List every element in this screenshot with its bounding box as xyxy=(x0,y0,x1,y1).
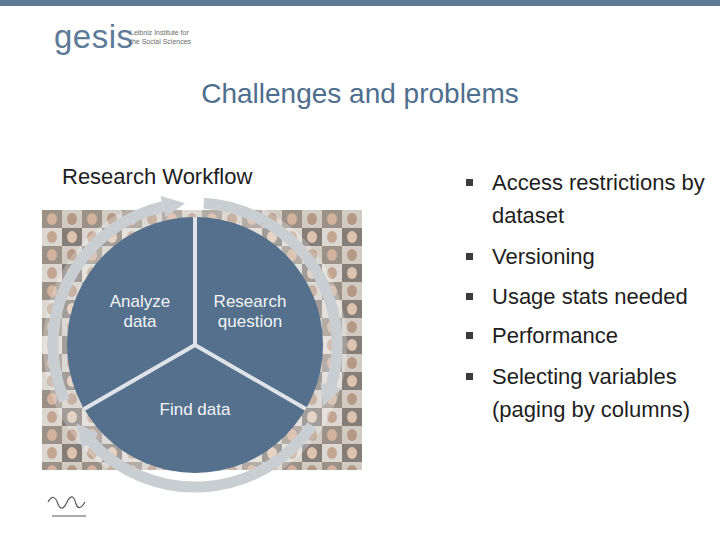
bullet-marker xyxy=(466,373,473,380)
cycle-sector: Research question xyxy=(201,289,299,335)
bullet-marker xyxy=(466,253,473,260)
slide-title: Challenges and problems xyxy=(0,78,720,110)
bullet-marker xyxy=(466,293,473,300)
cycle-arrow xyxy=(204,203,342,406)
logo-subtitle: Leibniz Institute for the Social Science… xyxy=(130,28,192,46)
sector-label: Research question xyxy=(205,292,295,332)
cycle-sector: Find data xyxy=(146,397,244,423)
cycle-arrow xyxy=(77,423,312,487)
bullet-item: Performance xyxy=(492,319,707,352)
bullet-item: Selecting variables (paging by columns) xyxy=(492,360,707,426)
section-heading: Research Workflow xyxy=(62,164,252,190)
bullet-item: Access restrictions by dataset xyxy=(492,166,707,232)
bullet-marker xyxy=(466,179,473,186)
sector-label: Analyze data xyxy=(95,292,185,332)
bullet-item: Usage stats needed xyxy=(492,280,707,313)
logo-text: gesis xyxy=(54,18,134,56)
bullet-item: Versioning xyxy=(492,240,707,273)
bullet-marker xyxy=(466,332,473,339)
sector-label: Find data xyxy=(150,400,240,420)
cycle-arrow xyxy=(53,196,185,401)
cycle-sector: Analyze data xyxy=(91,289,189,335)
